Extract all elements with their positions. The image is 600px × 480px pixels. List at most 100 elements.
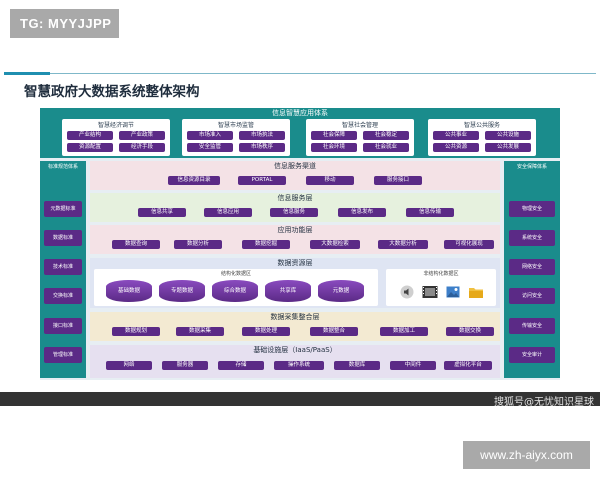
standards-item: 元数据标准 xyxy=(44,201,82,217)
layer-title: 数据采集整合层 xyxy=(270,313,320,321)
accent-bar xyxy=(4,72,50,75)
infra-item: 网络 xyxy=(106,361,152,370)
unstructured-data-zone: 非结构化数据区 xyxy=(386,269,496,306)
security-column: 安全保障体系 物理安全 系统安全 网络安全 访问安全 传输安全 安全审计 xyxy=(504,161,560,378)
app-item: 市场执法 xyxy=(239,131,285,140)
security-item: 物理安全 xyxy=(509,201,555,217)
app-group-public: 智慧公共服务 公共事业 公共设施 公共资源 公共发展 xyxy=(428,119,536,156)
service-item: 信息发布 xyxy=(338,208,386,217)
db-cylinder: 专题数据 xyxy=(159,280,205,302)
service-item: 信息应用 xyxy=(204,208,252,217)
layer-title: 信息服务层 xyxy=(277,194,313,202)
standards-item: 接口标准 xyxy=(44,318,82,334)
collect-item: 数据交换 xyxy=(446,327,494,336)
collect-item: 数据采集 xyxy=(176,327,224,336)
zone-title: 结构化数据区 xyxy=(220,271,251,277)
image-icon xyxy=(446,284,460,298)
app-item: 市场准入 xyxy=(187,131,233,140)
service-layer: 信息服务层 信息共享 信息应用 信息服务 信息发布 信息传输 xyxy=(90,193,500,222)
site-url-label: www.zh-aiyx.com xyxy=(463,441,590,469)
function-item: 大数据分析 xyxy=(378,240,428,249)
security-item: 访问安全 xyxy=(509,288,555,304)
infra-item: 虚拟化平台 xyxy=(444,361,492,370)
collect-item: 数据处理 xyxy=(242,327,290,336)
service-channel-layer: 信息服务渠道 信息资源目录 PORTAL 移动 服务接口 xyxy=(90,161,500,190)
app-system-title: 信息智慧应用体系 xyxy=(272,109,328,117)
infra-item: 存储 xyxy=(218,361,264,370)
security-title: 安全保障体系 xyxy=(516,164,547,170)
function-item: 可视化展现 xyxy=(444,240,494,249)
layer-title: 应用功能层 xyxy=(277,226,313,234)
function-item: 数据查询 xyxy=(112,240,160,249)
app-group-title: 智慧公共服务 xyxy=(463,122,500,129)
channel-item: 信息资源目录 xyxy=(168,176,220,185)
app-group-title: 智慧经济调节 xyxy=(97,122,134,129)
function-item: 数据挖掘 xyxy=(242,240,290,249)
standards-item: 管理标准 xyxy=(44,347,82,363)
app-item: 产业政策 xyxy=(119,131,165,140)
security-item: 安全审计 xyxy=(509,347,555,363)
infra-item: 操作系统 xyxy=(274,361,324,370)
app-item: 公共发展 xyxy=(485,143,531,152)
collect-item: 数据整合 xyxy=(310,327,358,336)
app-item: 公共资源 xyxy=(433,143,479,152)
layer-title: 基础设施层（IaaS/PaaS） xyxy=(253,346,337,354)
infra-item: 服务器 xyxy=(162,361,208,370)
app-group-society: 智慧社会管理 社会保障 社会稳定 社会环境 社会就业 xyxy=(306,119,414,156)
channel-item: 服务接口 xyxy=(374,176,422,185)
function-layer: 应用功能层 数据查询 数据分析 数据挖掘 大数据检索 大数据分析 可视化展现 xyxy=(90,225,500,254)
layer-title: 数据资源层 xyxy=(277,259,313,267)
db-cylinder: 元数据 xyxy=(318,280,364,302)
infra-item: 数据库 xyxy=(334,361,380,370)
app-item: 安全监管 xyxy=(187,143,233,152)
service-item: 信息传输 xyxy=(406,208,454,217)
app-group-title: 智慧市场监管 xyxy=(217,122,254,129)
standards-title: 标准规范体系 xyxy=(47,164,78,170)
app-item: 社会环境 xyxy=(311,143,357,152)
collect-item: 数据规划 xyxy=(112,327,160,336)
db-cylinder: 基础数据 xyxy=(106,280,152,302)
video-icon xyxy=(422,284,438,298)
app-group-economy: 智慧经济调节 产业结构 产业政策 资源配置 经济手段 xyxy=(62,119,170,156)
standards-item: 交换标准 xyxy=(44,288,82,304)
security-item: 传输安全 xyxy=(509,318,555,334)
standards-column: 标准规范体系 元数据标准 数据标准 技术标准 交换标准 接口标准 管理标准 xyxy=(40,161,86,378)
app-item: 社会保障 xyxy=(311,131,357,140)
app-group-title: 智慧社会管理 xyxy=(341,122,378,129)
data-resource-layer: 数据资源层 结构化数据区 基础数据 专题数据 综合数据 共享库 元数据 非结构化… xyxy=(90,258,500,308)
app-system-band: 信息智慧应用体系 智慧经济调节 产业结构 产业政策 资源配置 经济手段 智慧市场… xyxy=(40,108,560,158)
data-collect-layer: 数据采集整合层 数据规划 数据采集 数据处理 数据整合 数据加工 数据交换 xyxy=(90,312,500,341)
collect-item: 数据加工 xyxy=(380,327,428,336)
channel-item: 移动 xyxy=(306,176,354,185)
title-divider xyxy=(50,73,596,74)
db-cylinder: 综合数据 xyxy=(212,280,258,302)
watermark-text: 搜狐号@无忧知识星球 xyxy=(494,397,594,408)
app-item: 社会就业 xyxy=(363,143,409,152)
standards-item: 技术标准 xyxy=(44,259,82,275)
infrastructure-layer: 基础设施层（IaaS/PaaS） 网络 服务器 存储 操作系统 数据库 中间件 … xyxy=(90,345,500,378)
audio-icon xyxy=(400,284,414,299)
architecture-diagram: 信息智慧应用体系 智慧经济调节 产业结构 产业政策 资源配置 经济手段 智慧市场… xyxy=(40,108,560,380)
service-item: 信息共享 xyxy=(138,208,186,217)
security-item: 系统安全 xyxy=(509,230,555,246)
page-title: 智慧政府大数据系统整体架构 xyxy=(24,84,200,100)
app-item: 资源配置 xyxy=(67,143,113,152)
structured-data-zone: 结构化数据区 基础数据 专题数据 综合数据 共享库 元数据 xyxy=(94,269,378,306)
function-item: 大数据检索 xyxy=(310,240,360,249)
function-item: 数据分析 xyxy=(174,240,222,249)
layer-title: 信息服务渠道 xyxy=(274,162,316,170)
footer-bar xyxy=(0,392,600,406)
standards-item: 数据标准 xyxy=(44,230,82,246)
app-item: 公共事业 xyxy=(433,131,479,140)
service-item: 信息服务 xyxy=(270,208,318,217)
security-item: 网络安全 xyxy=(509,259,555,275)
app-item: 公共设施 xyxy=(485,131,531,140)
app-item: 社会稳定 xyxy=(363,131,409,140)
folder-icon xyxy=(468,284,484,298)
app-group-market: 智慧市场监管 市场准入 市场执法 安全监管 市场秩序 xyxy=(182,119,290,156)
app-item: 市场秩序 xyxy=(239,143,285,152)
infra-item: 中间件 xyxy=(390,361,436,370)
db-cylinder: 共享库 xyxy=(265,280,311,302)
app-item: 经济手段 xyxy=(119,143,165,152)
channel-item: PORTAL xyxy=(238,176,286,185)
